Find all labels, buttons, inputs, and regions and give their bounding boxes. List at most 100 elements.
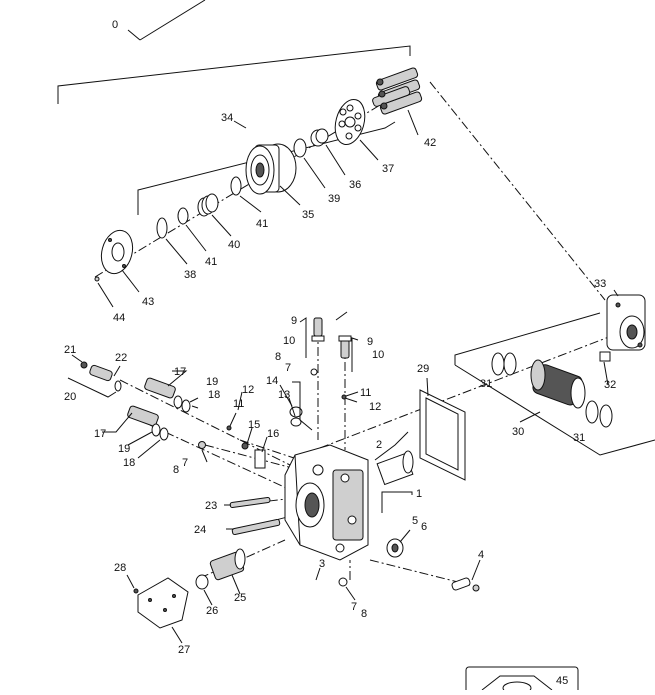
oring-pair-31 <box>491 352 613 428</box>
cover-27 <box>137 577 189 629</box>
fitting-9-10-left <box>311 317 325 342</box>
plate-4 <box>451 577 480 592</box>
label-10-left: 10 <box>283 335 295 347</box>
label-4: 4 <box>478 549 484 561</box>
plug-7-top <box>310 368 318 376</box>
label-12-left: 12 <box>242 384 254 396</box>
label-44: 44 <box>113 312 125 324</box>
label-23: 23 <box>205 500 217 512</box>
label-7-bottom: 7 <box>351 601 357 613</box>
bushing-2 <box>376 450 414 486</box>
valve-cartridge-17b <box>127 405 169 441</box>
label-41-lower: 41 <box>205 256 217 268</box>
ring-41 <box>177 207 189 225</box>
label-13: 13 <box>278 389 290 401</box>
label-8-left: 8 <box>173 464 179 476</box>
label-7-left: 7 <box>182 457 188 469</box>
label-28: 28 <box>114 562 126 574</box>
label-31-lower: 31 <box>573 432 585 444</box>
bolt-23 <box>229 496 271 508</box>
pump-housing-1 <box>284 444 369 561</box>
label-34: 34 <box>221 112 233 124</box>
label-37: 37 <box>382 163 394 175</box>
drive-shaft-25 <box>209 548 246 581</box>
label-3: 3 <box>319 558 325 570</box>
screw-11 <box>226 425 232 431</box>
callout-lines <box>67 109 619 644</box>
valve-cartridge-17a <box>144 377 191 413</box>
label-45: 45 <box>556 675 568 687</box>
label-22: 22 <box>115 352 127 364</box>
label-9-right: 9 <box>367 336 373 348</box>
label-43: 43 <box>142 296 154 308</box>
label-9-left: 9 <box>291 315 297 327</box>
label-29: 29 <box>417 363 429 375</box>
label-12-right: 12 <box>369 401 381 413</box>
bolt-15 <box>241 442 249 450</box>
label-1: 1 <box>416 488 422 500</box>
valve-plate-43 <box>100 229 134 275</box>
label-8-bottom: 8 <box>361 608 367 620</box>
label-18-lower: 18 <box>123 457 135 469</box>
assembly-bracket-0 <box>57 0 411 104</box>
bolt-24 <box>231 518 281 536</box>
cylinder-block-35 <box>245 143 297 195</box>
label-5: 5 <box>412 515 418 527</box>
plug-8-left <box>198 441 206 449</box>
relief-valve-21 <box>80 361 122 392</box>
spool-bracket-30 <box>454 312 601 365</box>
label-30: 30 <box>512 426 524 438</box>
label-2: 2 <box>376 439 382 451</box>
label-11-right: 11 <box>360 387 371 399</box>
ring-39 <box>293 138 307 158</box>
retainer-plate-37 <box>334 98 366 146</box>
label-35: 35 <box>302 209 314 221</box>
label-7-top: 7 <box>285 362 291 374</box>
label-33: 33 <box>594 278 606 290</box>
seal-26 <box>195 574 209 590</box>
label-31-upper: 31 <box>480 378 492 390</box>
piston-set-42 <box>372 67 423 115</box>
label-36: 36 <box>349 179 361 191</box>
label-19-lower: 19 <box>118 443 130 455</box>
plug-32 <box>599 351 611 362</box>
label-21: 21 <box>64 344 76 356</box>
label-25: 25 <box>234 592 246 604</box>
label-40: 40 <box>228 239 240 251</box>
label-38: 38 <box>184 269 196 281</box>
bush-36 <box>310 128 329 147</box>
label-41-upper: 41 <box>256 218 268 230</box>
control-spool-30 <box>530 359 586 409</box>
fitting-9-10-right <box>338 335 352 359</box>
label-17-upper: 17 <box>174 366 186 378</box>
circlip-41 <box>230 176 242 196</box>
label-18-upper: 18 <box>208 389 220 401</box>
label-8-top: 8 <box>275 351 281 363</box>
screw-28 <box>133 588 139 594</box>
label-32: 32 <box>604 379 616 391</box>
label-6: 6 <box>421 521 427 533</box>
ring-38 <box>156 217 168 239</box>
label-15: 15 <box>248 419 260 431</box>
bracket-16 <box>254 449 266 469</box>
label-10-right: 10 <box>372 349 384 361</box>
label-11-left: 11 <box>233 398 244 410</box>
gasket-29 <box>419 389 466 481</box>
label-26: 26 <box>206 605 218 617</box>
label-20: 20 <box>64 391 76 403</box>
label-39: 39 <box>328 193 340 205</box>
washer-5-6 <box>386 538 404 558</box>
callout-labels: 0 34 42 37 36 39 35 41 40 41 38 43 44 33… <box>64 19 616 687</box>
label-16: 16 <box>267 428 279 440</box>
plug-7-bottom <box>338 577 348 587</box>
label-14: 14 <box>266 375 278 387</box>
seal-13 <box>290 417 302 427</box>
end-cover-33 <box>606 294 646 351</box>
spring-40 <box>197 193 219 217</box>
label-0: 0 <box>112 19 118 31</box>
pin-44 <box>94 276 100 282</box>
label-42: 42 <box>424 137 436 149</box>
label-19-upper: 19 <box>206 376 218 388</box>
